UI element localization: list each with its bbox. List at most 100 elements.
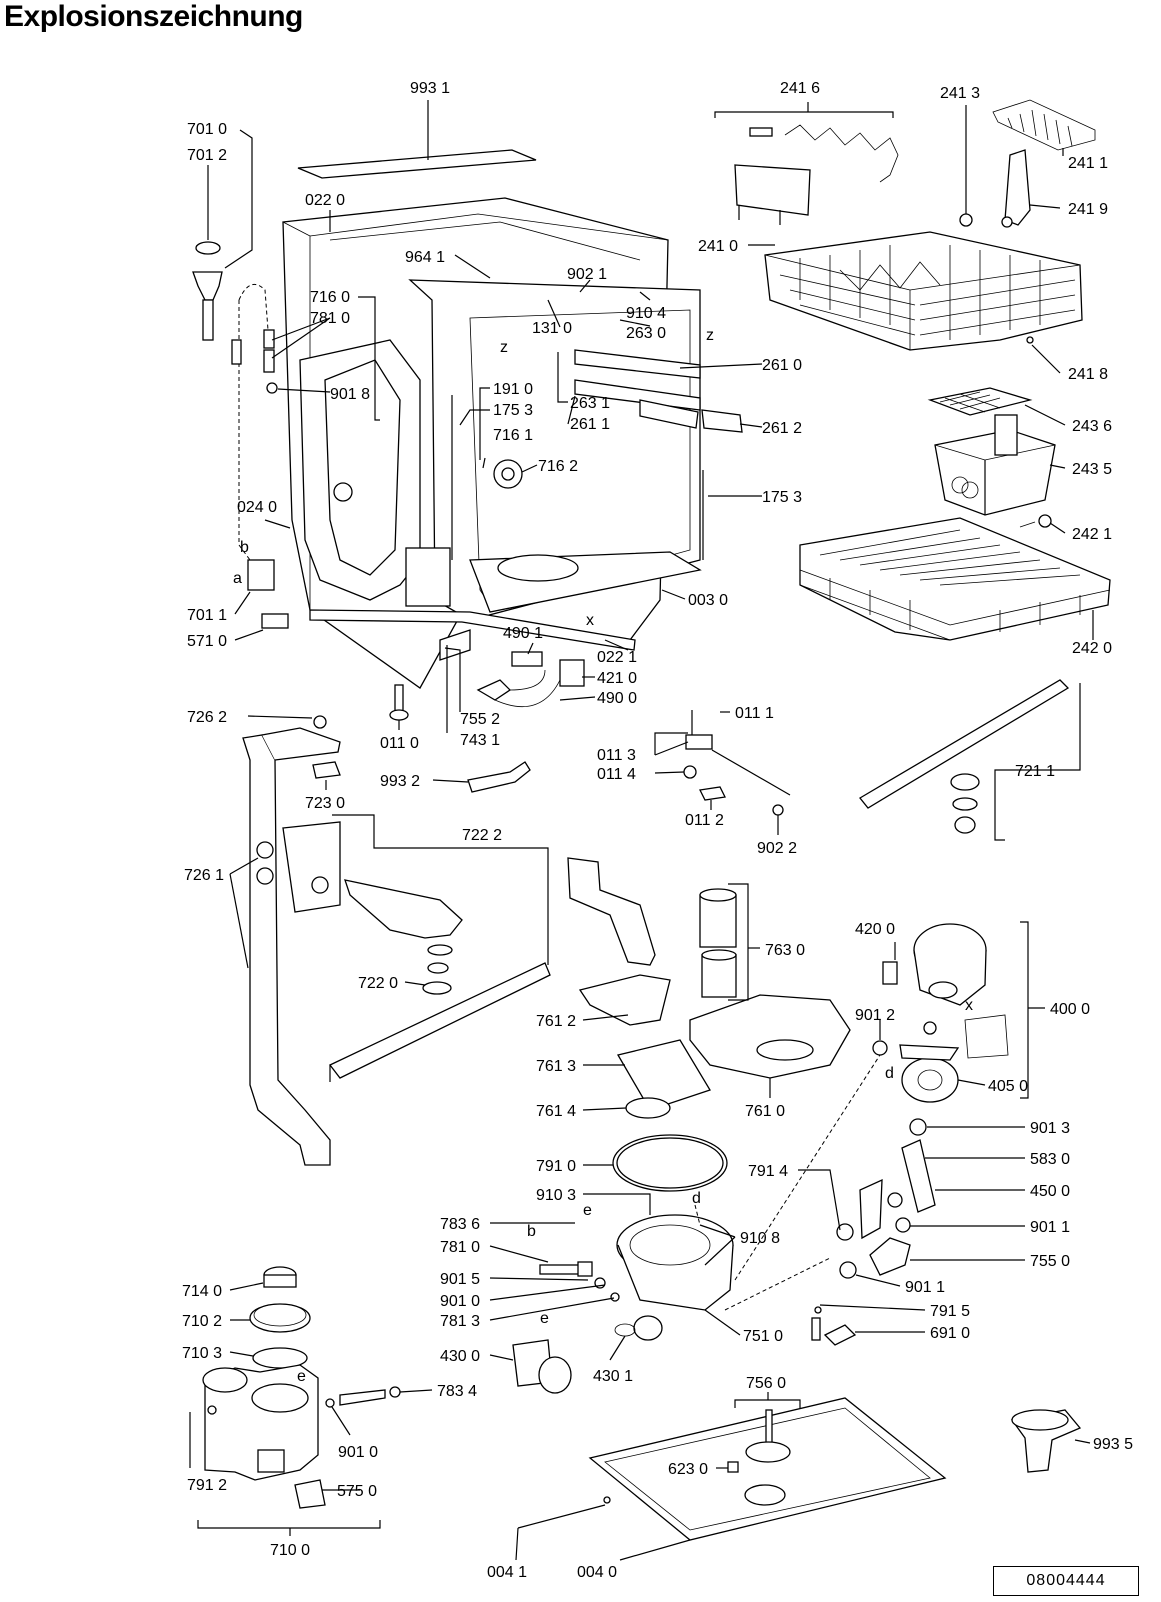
- part-label: 910 8: [740, 1230, 780, 1247]
- callout-letters: z z b a x e d b e d x e: [233, 327, 973, 1385]
- callout-letter: b: [527, 1223, 536, 1240]
- spray-system-drawing: [242, 629, 1070, 1166]
- part-label: 261 2: [762, 420, 802, 437]
- part-label: 191 0: [493, 381, 533, 398]
- part-label: 242 1: [1072, 526, 1112, 543]
- part-label: 901 1: [905, 1279, 945, 1296]
- callout-letter: z: [706, 327, 714, 344]
- part-label: 242 0: [1072, 640, 1112, 657]
- part-label: 993 1: [410, 80, 450, 97]
- part-label: 751 0: [743, 1328, 783, 1345]
- part-label: 420 0: [855, 921, 895, 938]
- part-label: 243 6: [1072, 418, 1112, 435]
- part-label: 241 0: [698, 238, 738, 255]
- part-label: 701 0: [187, 121, 227, 138]
- part-label: 763 0: [765, 942, 805, 959]
- part-label: 756 0: [746, 1375, 786, 1392]
- part-label: 902 1: [567, 266, 607, 283]
- part-label: 710 3: [182, 1345, 222, 1362]
- part-label: 011 0: [380, 735, 419, 752]
- part-label: 726 2: [187, 709, 227, 726]
- leader-lines: [189, 100, 1094, 1561]
- part-label: 726 1: [184, 867, 224, 884]
- part-label: 701 1: [187, 607, 227, 624]
- part-label: 241 9: [1068, 201, 1108, 218]
- inlet-hoses-drawing: [192, 241, 289, 629]
- part-label: 761 3: [536, 1058, 576, 1075]
- part-label: 261 1: [570, 416, 610, 433]
- part-label: 405 0: [988, 1078, 1028, 1095]
- part-label: 901 2: [855, 1007, 895, 1024]
- part-label: 910 4: [626, 305, 666, 322]
- part-label: 011 3: [597, 747, 636, 764]
- part-labels: 993 1 701 0 701 2 022 0 964 1 902 1 910 …: [182, 80, 1133, 1581]
- part-label: 241 3: [940, 85, 980, 102]
- part-label: 450 0: [1030, 1183, 1070, 1200]
- part-label: 723 0: [305, 795, 345, 812]
- part-label: 175 3: [493, 402, 533, 419]
- part-label: 901 1: [1030, 1219, 1070, 1236]
- part-label: 241 6: [780, 80, 820, 97]
- document-number-box: 08004444: [993, 1566, 1139, 1596]
- part-label: 791 4: [748, 1163, 788, 1180]
- part-label: 691 0: [930, 1325, 970, 1342]
- part-label: 722 0: [358, 975, 398, 992]
- part-label: 004 1: [487, 1564, 527, 1581]
- part-label: 901 5: [440, 1271, 480, 1288]
- part-label: 716 1: [493, 427, 533, 444]
- callout-letter: z: [500, 339, 508, 356]
- part-label: 761 4: [536, 1103, 576, 1120]
- part-label: 791 2: [187, 1477, 227, 1494]
- part-label: 743 1: [460, 732, 500, 749]
- part-label: 755 2: [460, 711, 500, 728]
- part-label: 901 0: [440, 1293, 480, 1310]
- part-label: 430 0: [440, 1348, 480, 1365]
- callout-letter: x: [965, 997, 973, 1014]
- part-label: 721 1: [1015, 763, 1055, 780]
- part-label: 781 0: [440, 1239, 480, 1256]
- part-label: 241 1: [1068, 155, 1108, 172]
- callout-letter: x: [586, 612, 594, 629]
- part-label: 722 2: [462, 827, 502, 844]
- part-label: 241 8: [1068, 366, 1108, 383]
- part-label: 755 0: [1030, 1253, 1070, 1270]
- part-label: 583 0: [1030, 1151, 1070, 1168]
- part-label: 710 0: [270, 1542, 310, 1559]
- part-label: 993 5: [1093, 1436, 1133, 1453]
- part-label: 003 0: [688, 592, 728, 609]
- part-label: 571 0: [187, 633, 227, 650]
- callout-letter: e: [583, 1202, 592, 1219]
- part-label: 791 0: [536, 1158, 576, 1175]
- part-label: 783 6: [440, 1216, 480, 1233]
- part-label: 964 1: [405, 249, 445, 266]
- part-label: 901 3: [1030, 1120, 1070, 1137]
- part-label: 781 0: [310, 310, 350, 327]
- part-label: 022 1: [597, 649, 637, 666]
- part-label: 022 0: [305, 192, 345, 209]
- part-label: 243 5: [1072, 461, 1112, 478]
- base-plate-drawing: [588, 1397, 1082, 1541]
- part-label: 011 2: [685, 812, 724, 829]
- part-label: 004 0: [577, 1564, 617, 1581]
- part-label: 175 3: [762, 489, 802, 506]
- part-label: 714 0: [182, 1283, 222, 1300]
- part-label: 901 8: [330, 386, 370, 403]
- callout-letter: b: [240, 539, 249, 556]
- part-label: 263 0: [626, 325, 666, 342]
- part-label: 781 3: [440, 1313, 480, 1330]
- part-label: 131 0: [532, 320, 572, 337]
- part-label: 761 2: [536, 1013, 576, 1030]
- baskets-drawing: [734, 99, 1111, 641]
- softener-drawing: [202, 1266, 401, 1509]
- part-label: 623 0: [668, 1461, 708, 1478]
- part-label: 490 0: [597, 690, 637, 707]
- part-label: 791 5: [930, 1303, 970, 1320]
- part-label: 400 0: [1050, 1001, 1090, 1018]
- part-label: 430 1: [593, 1368, 633, 1385]
- sump-pump-drawing: [512, 857, 1009, 1394]
- part-label: 011 1: [735, 705, 774, 722]
- part-label: 716 0: [310, 289, 350, 306]
- callout-letter: e: [297, 1368, 306, 1385]
- part-label: 716 2: [538, 458, 578, 475]
